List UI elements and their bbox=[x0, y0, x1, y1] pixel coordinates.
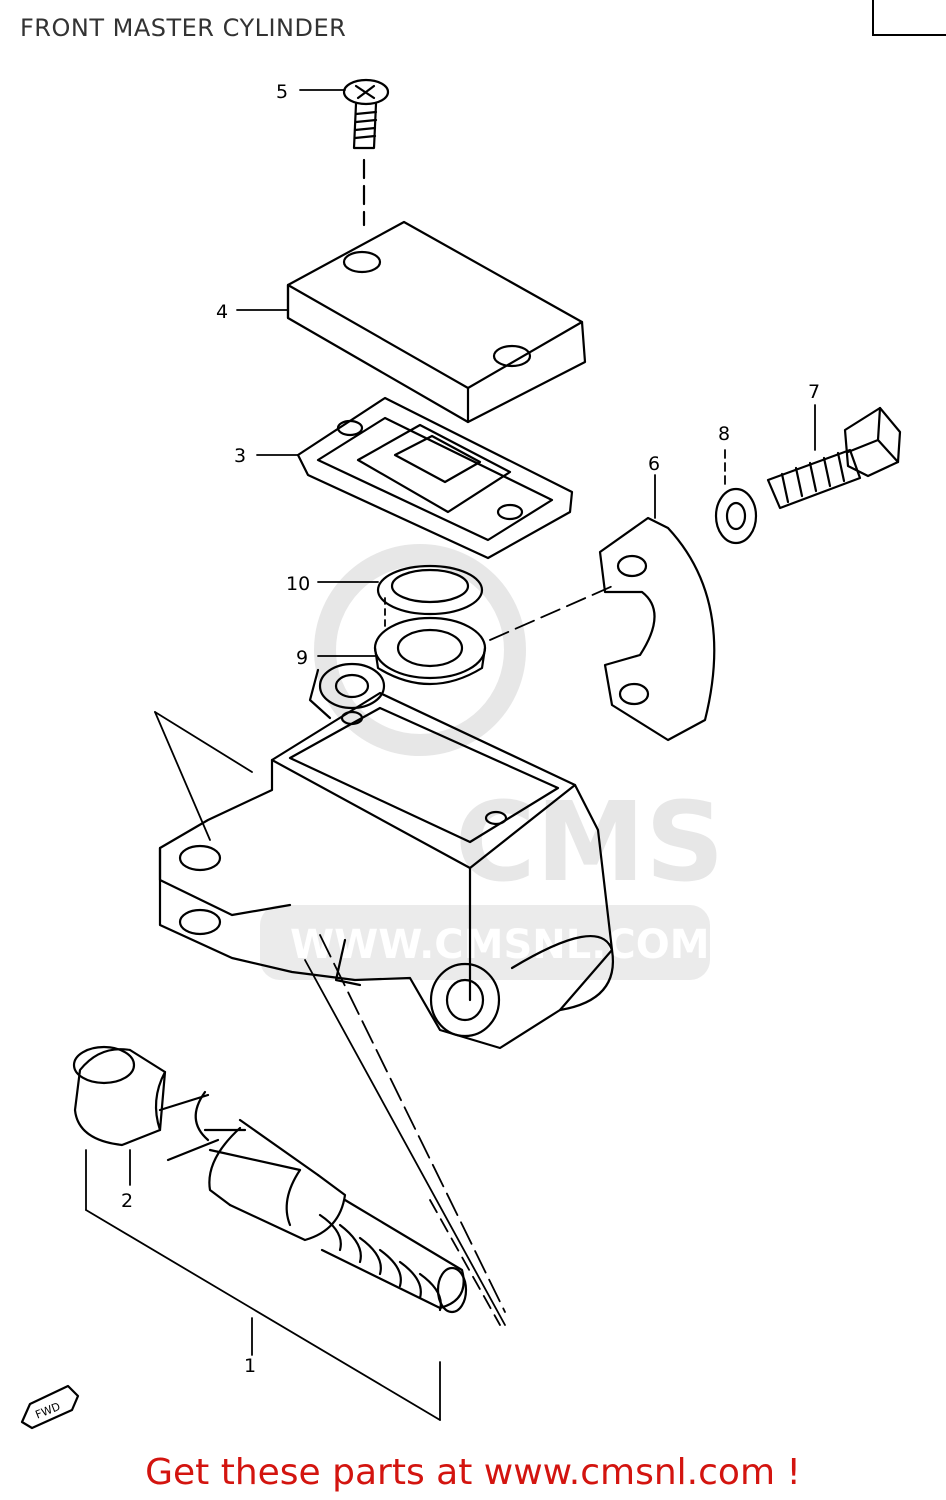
master-cylinder-body-part bbox=[158, 662, 614, 1050]
watermark-text: WWW.CMSNL.COM bbox=[290, 922, 710, 968]
callout-7: 7 bbox=[808, 381, 820, 403]
callout-9: 9 bbox=[296, 647, 308, 669]
watermark: CMS WWW.CMSNL.COM bbox=[260, 544, 724, 980]
reservoir-cap-part bbox=[286, 220, 587, 424]
callout-6: 6 bbox=[648, 453, 660, 475]
clamp-part bbox=[598, 516, 716, 742]
fwd-badge-label: FWD bbox=[34, 1400, 63, 1422]
ring-part bbox=[376, 564, 484, 616]
piston-assembly-part bbox=[72, 1045, 468, 1314]
leader-lines bbox=[85, 89, 816, 1421]
get-parts-link[interactable]: Get these parts at www.cmsnl.com ! bbox=[145, 1452, 801, 1493]
corner-frame bbox=[872, 0, 946, 36]
diaphragm-part bbox=[296, 396, 574, 560]
cup-part bbox=[373, 616, 487, 685]
callout-10: 10 bbox=[286, 573, 310, 595]
callout-3: 3 bbox=[234, 445, 246, 467]
exploded-parts-diagram: CMS WWW.CMSNL.COM bbox=[20, 78, 902, 1430]
bolt-part bbox=[766, 406, 902, 510]
callout-1: 1 bbox=[244, 1355, 256, 1377]
callout-8: 8 bbox=[718, 423, 730, 445]
fwd-badge bbox=[20, 1384, 80, 1430]
callout-5: 5 bbox=[276, 81, 288, 103]
callouts: 5 4 3 10 9 6 8 7 2 1 bbox=[121, 81, 820, 1377]
page-title: FRONT MASTER CYLINDER bbox=[20, 14, 347, 42]
callout-2: 2 bbox=[121, 1190, 133, 1212]
washer-part bbox=[714, 487, 758, 545]
screw-part bbox=[342, 78, 390, 227]
watermark-logo: CMS bbox=[455, 778, 724, 906]
callout-4: 4 bbox=[216, 301, 228, 323]
